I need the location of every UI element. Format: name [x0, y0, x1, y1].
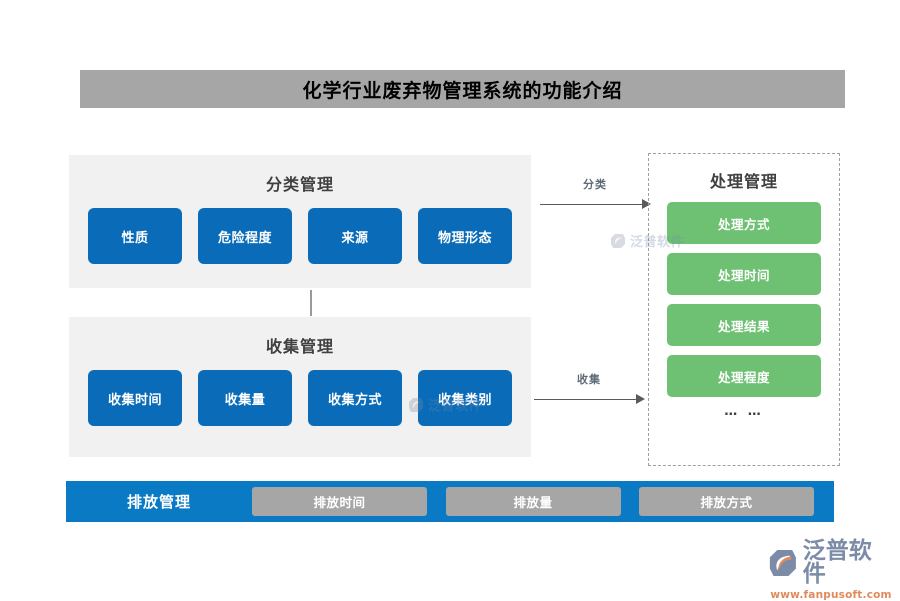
page-title: 化学行业废弃物管理系统的功能介绍	[302, 79, 623, 102]
brand-logo: 泛普软件 www.fanpusoft.com	[768, 540, 894, 601]
collection-chip-row: 收集时间 收集量 收集方式 收集类别	[69, 357, 531, 426]
arrow-line	[534, 399, 638, 400]
chip-classification-physical-state[interactable]: 物理形态	[418, 208, 512, 264]
arrow-classification-to-processing: 分类	[540, 176, 651, 216]
arrow-label-classification: 分类	[583, 178, 607, 191]
arrow-line	[540, 204, 644, 205]
brand-url: www.fanpusoft.com	[770, 589, 892, 601]
chip-collection-category[interactable]: 收集类别	[418, 370, 512, 426]
fanpu-mark-icon	[769, 549, 796, 577]
chip-discharge-amount[interactable]: 排放量	[445, 487, 621, 516]
arrow-collection-to-processing: 收集	[534, 371, 645, 411]
chip-processing-result[interactable]: 处理结果	[667, 304, 821, 346]
bar-discharge-management: 排放管理 排放时间 排放量 排放方式	[66, 481, 834, 522]
brand-logo-row: 泛普软件	[768, 540, 894, 586]
panel-collection-heading: 收集管理	[265, 337, 334, 356]
bar-discharge-title: 排放管理	[126, 493, 191, 511]
panel-processing-heading: 处理管理	[709, 172, 778, 191]
arrow-label-collection: 收集	[577, 373, 601, 386]
fanpu-mark-icon	[611, 233, 625, 248]
classification-chip-row: 性质 危险程度 来源 物理形态	[69, 195, 531, 264]
discharge-chip-row: 排放时间 排放量 排放方式	[252, 487, 834, 516]
chip-processing-degree[interactable]: 处理程度	[667, 355, 821, 397]
panel-classification-heading: 分类管理	[265, 175, 334, 194]
chip-discharge-method[interactable]: 排放方式	[639, 487, 814, 516]
chip-collection-time[interactable]: 收集时间	[88, 370, 182, 426]
panel-processing: 处理管理 处理方式 处理时间 处理结果 处理程度 … …	[648, 153, 840, 466]
chip-classification-source[interactable]: 来源	[308, 208, 402, 264]
chip-discharge-time[interactable]: 排放时间	[252, 487, 427, 516]
processing-more-ellipsis: … …	[724, 404, 764, 419]
connector-classification-to-collection	[310, 290, 312, 316]
panel-collection: 收集管理 收集时间 收集量 收集方式 收集类别	[69, 317, 531, 457]
chip-classification-property[interactable]: 性质	[88, 208, 182, 264]
arrow-head-icon	[642, 199, 651, 209]
chip-collection-amount[interactable]: 收集量	[198, 370, 292, 426]
chip-classification-hazard-level[interactable]: 危险程度	[198, 208, 292, 264]
chip-processing-time[interactable]: 处理时间	[667, 253, 821, 295]
slide-title-bar: 化学行业废弃物管理系统的功能介绍	[80, 70, 845, 108]
chip-collection-method[interactable]: 收集方式	[308, 370, 402, 426]
arrow-head-icon	[636, 394, 645, 404]
processing-chip-list: 处理方式 处理时间 处理结果 处理程度	[649, 192, 839, 397]
panel-classification: 分类管理 性质 危险程度 来源 物理形态	[69, 155, 531, 288]
chip-processing-method[interactable]: 处理方式	[667, 202, 821, 244]
brand-name: 泛普软件	[802, 538, 872, 587]
